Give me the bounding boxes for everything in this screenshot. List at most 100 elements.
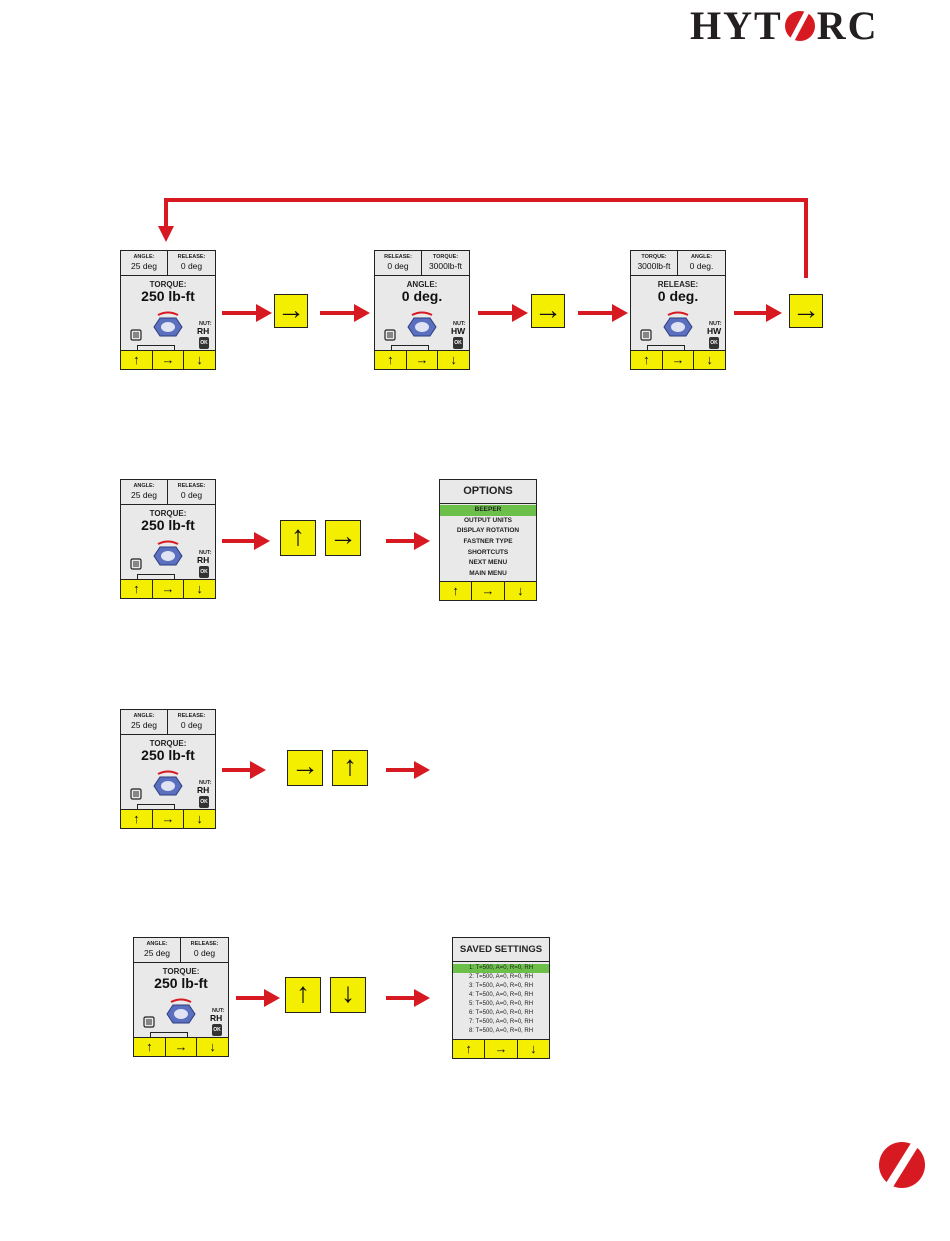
softkey-up[interactable]: ↑ — [375, 351, 407, 369]
softkey-up[interactable]: ↑ — [121, 580, 153, 598]
flow-arrow — [734, 304, 782, 322]
softkey-up[interactable]: ↑ — [134, 1038, 166, 1056]
release-value: 0 deg. — [657, 288, 699, 304]
softkey-right[interactable]: → — [153, 580, 185, 598]
menu-item-display-rotation[interactable]: DISPLAY ROTATION — [456, 527, 520, 535]
softkey-bar: ↑→ ↓ — [134, 1037, 228, 1056]
up-key[interactable]: ↑ — [280, 520, 316, 556]
options-title: OPTIONS — [440, 480, 536, 504]
nut-icon — [663, 311, 693, 337]
up-key[interactable]: ↑ — [332, 750, 368, 786]
softkey-down[interactable]: ↓ — [530, 1041, 537, 1056]
softkey-up[interactable]: ↑ — [453, 1040, 486, 1058]
softkey-down[interactable]: ↓ — [450, 352, 457, 367]
saved-setting-item[interactable]: 8: T=500, A=0, R=0, RH — [468, 1028, 534, 1034]
saved-setting-item[interactable]: 1: T=500, A=0, R=0, RH — [453, 964, 549, 973]
softkey-up[interactable]: ↑ — [121, 351, 153, 369]
nut-label: NUT: — [709, 321, 722, 327]
angle-label: ANGLE: — [146, 941, 168, 947]
torque-value: 250 lb-ft — [141, 288, 195, 304]
nut-icon — [153, 770, 183, 796]
release-label: RELEASE: — [384, 254, 412, 260]
bracket-indicator — [137, 574, 175, 580]
flow-arrow — [236, 989, 280, 1007]
softkey-up[interactable]: ↑ — [631, 351, 663, 369]
softkey-down[interactable]: ↓ — [196, 581, 203, 596]
softkey-down[interactable]: ↓ — [706, 352, 713, 367]
down-key[interactable]: ↓ — [330, 977, 366, 1013]
saved-setting-item[interactable]: 4: T=500, A=0, R=0, RH — [468, 992, 534, 998]
nut-icon — [407, 311, 437, 337]
saved-settings-screen: SAVED SETTINGS 1: T=500, A=0, R=0, RH 2:… — [452, 937, 550, 1059]
angle-value: 0 deg. — [401, 288, 443, 304]
torque-label: TORQUE: — [149, 280, 187, 289]
softkey-right[interactable]: → — [485, 1040, 518, 1058]
list-icon — [143, 1016, 155, 1028]
nut-icon — [166, 998, 196, 1024]
softkey-right[interactable]: → — [153, 351, 185, 369]
softkey-right[interactable]: → — [663, 351, 695, 369]
right-key[interactable]: → — [274, 294, 308, 328]
softkey-bar: ↑→ ↓ — [453, 1039, 549, 1058]
softkey-bar: ↑→ ↓ — [121, 809, 215, 828]
screen-release: TORQUE:3000lb-ft ANGLE:0 deg. RELEASE: 0… — [630, 250, 726, 370]
up-key[interactable]: ↑ — [285, 977, 321, 1013]
softkey-right[interactable]: → — [153, 810, 185, 828]
flow-arrow — [386, 761, 430, 779]
release-label: RELEASE: — [190, 941, 219, 947]
softkey-down[interactable]: ↓ — [196, 811, 203, 826]
softkey-right[interactable]: → — [472, 582, 505, 600]
softkey-down[interactable]: ↓ — [517, 583, 524, 598]
nut-label: NUT: — [453, 321, 466, 327]
softkey-right[interactable]: → — [407, 351, 439, 369]
right-key[interactable]: → — [325, 520, 361, 556]
softkey-bar: ↑→ ↓ — [121, 350, 215, 369]
saved-setting-item[interactable]: 7: T=500, A=0, R=0, RH — [468, 1019, 534, 1025]
menu-item-main-menu[interactable]: MAIN MENU — [469, 570, 507, 578]
flow-arrow — [386, 989, 430, 1007]
softkey-bar: ↑→ ↓ — [375, 350, 469, 369]
nut-value: RH — [197, 785, 210, 795]
softkey-up[interactable]: ↑ — [440, 582, 473, 600]
menu-item-next-menu[interactable]: NEXT MENU — [468, 559, 508, 567]
angle-label: ANGLE: — [133, 713, 155, 719]
screen-torque: ANGLE:25 deg RELEASE:0 deg TORQUE: 250 l… — [120, 479, 216, 599]
softkey-right[interactable]: → — [166, 1038, 198, 1056]
right-key[interactable]: → — [789, 294, 823, 328]
battery-ok-icon: OK — [199, 337, 209, 349]
softkey-down[interactable]: ↓ — [196, 352, 203, 367]
bracket-indicator — [137, 345, 175, 351]
softkey-down[interactable]: ↓ — [209, 1039, 216, 1054]
list-icon — [130, 558, 142, 570]
right-key[interactable]: → — [287, 750, 323, 786]
list-icon — [384, 329, 396, 341]
torque-label: TORQUE: — [162, 967, 200, 976]
nut-label: NUT: — [199, 321, 212, 327]
list-icon — [130, 329, 142, 341]
saved-settings-title: SAVED SETTINGS — [453, 938, 549, 962]
saved-setting-item[interactable]: 5: T=500, A=0, R=0, RH — [468, 1001, 534, 1007]
nut-value: RH — [210, 1013, 223, 1023]
right-key[interactable]: → — [531, 294, 565, 328]
angle-label: ANGLE: — [406, 280, 438, 289]
loop-arrow-horizontal — [164, 198, 808, 202]
saved-setting-item[interactable]: 6: T=500, A=0, R=0, RH — [468, 1010, 534, 1016]
softkey-bar: ↑→ ↓ — [440, 581, 536, 600]
menu-item-output-units[interactable]: OUTPUT UNITS — [463, 516, 513, 524]
menu-item-shortcuts[interactable]: SHORTCUTS — [467, 548, 509, 556]
menu-item-beeper[interactable]: BEEPER — [440, 505, 536, 516]
nut-label: NUT: — [212, 1008, 225, 1014]
torque-label: TORQUE: — [641, 254, 667, 260]
battery-ok-icon: OK — [453, 337, 463, 349]
release-label: RELEASE: — [657, 280, 699, 289]
release-value: 0 deg — [180, 490, 203, 500]
flow-arrow — [578, 304, 628, 322]
menu-item-fastner-type[interactable]: FASTNER TYPE — [463, 538, 513, 546]
saved-setting-item[interactable]: 2: T=500, A=0, R=0, RH — [468, 974, 534, 980]
battery-ok-icon: OK — [199, 796, 209, 808]
saved-setting-item[interactable]: 3: T=500, A=0, R=0, RH — [468, 983, 534, 989]
release-value: 0 deg — [387, 261, 409, 271]
softkey-up[interactable]: ↑ — [121, 810, 153, 828]
logo-o-mark-icon — [784, 11, 815, 41]
torque-label: TORQUE: — [149, 739, 187, 748]
